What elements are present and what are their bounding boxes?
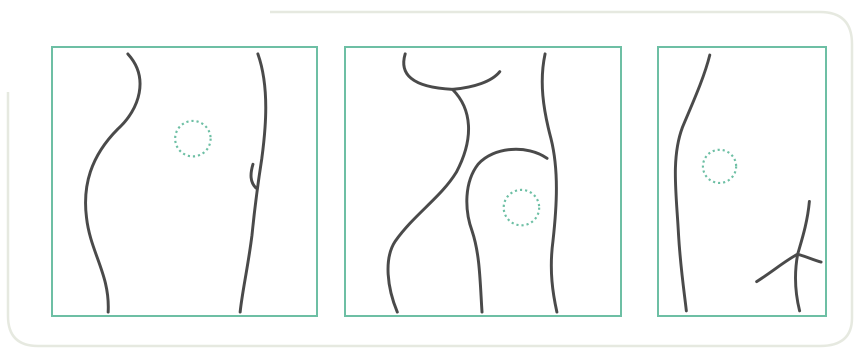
waist-crease — [251, 164, 256, 188]
buttock-figure — [346, 48, 620, 315]
waist-contour — [404, 54, 500, 89]
injection-site-marker-1 — [175, 121, 210, 156]
injection-site-marker-2 — [504, 190, 539, 225]
buttock-panel — [344, 46, 622, 317]
injection-site-marker-3 — [703, 150, 736, 183]
abdomen-figure — [53, 48, 316, 315]
armpit-crease — [757, 254, 821, 281]
belly-contour — [86, 54, 140, 312]
back-leg-contour — [542, 54, 557, 312]
upper-arm-panel — [657, 46, 827, 317]
upper-arm-figure — [659, 48, 825, 315]
abdomen-panel — [51, 46, 318, 317]
buttock-contour — [467, 149, 547, 312]
arm-contour — [675, 55, 709, 311]
thigh-front-contour — [388, 89, 469, 312]
